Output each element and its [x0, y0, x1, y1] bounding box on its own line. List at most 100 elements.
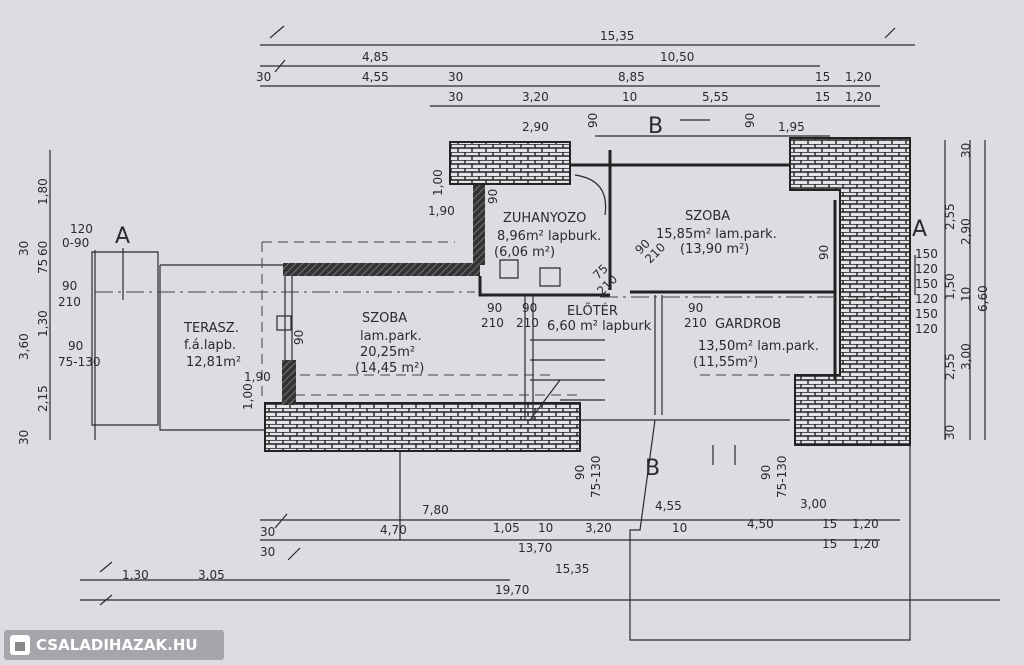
dim-label: 30: [260, 545, 275, 559]
dim-label: 4,55: [655, 499, 682, 513]
dim-label: 10,50: [660, 50, 694, 64]
dim-label: 30: [959, 143, 973, 158]
dim-label: 150: [915, 307, 938, 321]
dim-label: 3,00: [800, 497, 827, 511]
dimensions-bottom: 90 75-130 90 75-130 7,80 4,55 3,00 30 4,…: [122, 455, 879, 597]
dim-label: 30: [260, 525, 275, 539]
dim-label: 30: [17, 430, 31, 445]
room-name: SZOBA: [362, 311, 407, 326]
dim-label: 4,50: [747, 517, 774, 531]
dim-label: 10: [672, 521, 687, 535]
dim-label: 1,30: [122, 568, 149, 582]
dim-label: 90: [759, 465, 773, 480]
dim-label: 3,00: [959, 343, 973, 370]
dim-label: 13,70: [518, 541, 552, 555]
room-gardrob: GARDROB 13,50m² lam.park. (11,55m²): [693, 317, 819, 370]
dim-label: 120: [915, 322, 938, 336]
dim-label: 75-130: [58, 355, 101, 369]
dim-label: 90: [62, 279, 77, 293]
dim-label: 15: [822, 517, 837, 531]
room-net-area: (11,55m²): [693, 355, 758, 370]
dim-label: 90: [743, 113, 757, 128]
room-eloter: ELŐTÉR 6,60 m² lapburk: [547, 303, 652, 334]
dim-label: 15: [815, 90, 830, 104]
dim-label: 10: [959, 287, 973, 302]
section-a-right: A: [912, 217, 927, 242]
dim-label: 1,00: [431, 169, 445, 196]
room-name: SZOBA: [685, 209, 730, 224]
dim-label: 2,90: [522, 120, 549, 134]
dim-label: 1,30: [36, 310, 50, 337]
dim-label: 90: [292, 330, 306, 345]
watermark-text: CSALADIHAZAK.HU: [36, 636, 198, 654]
room-name: GARDROB: [715, 317, 781, 332]
dim-label: 3,05: [198, 568, 225, 582]
section-b-bottom: B: [645, 456, 660, 481]
dimensions-left: 1,80 120 0-90 30 60 75 90 210 1,30 3,60 …: [17, 178, 306, 445]
dim-label: 8,85: [618, 70, 645, 84]
dim-label: 2,90: [959, 218, 973, 245]
dim-label: 15,35: [600, 29, 634, 43]
room-name: TERASZ.: [183, 321, 239, 336]
dim-label: 4,85: [362, 50, 389, 64]
dim-label: 30: [448, 90, 463, 104]
dim-label: 15: [822, 537, 837, 551]
dim-label: 90: [573, 465, 587, 480]
watermark-logo: CSALADIHAZAK.HU: [4, 630, 224, 660]
dimensions-right: 150 120 150 120 150 120 2,55 2,90 6,60 1…: [817, 143, 990, 440]
dim-label: 75-130: [589, 455, 603, 498]
dim-label: 1,95: [778, 120, 805, 134]
dimensions-top: 15,35 4,85 10,50 30 4,55 30 8,85 15 1,20…: [256, 29, 872, 218]
room-area: 6,60 m² lapburk: [547, 319, 652, 334]
dim-label: 1,90: [428, 204, 455, 218]
dim-label: 2,55: [943, 353, 957, 380]
dim-label: 75: [36, 259, 50, 274]
dim-label: 10: [538, 521, 553, 535]
dim-label: 90: [817, 245, 831, 260]
dim-label: 1,20: [852, 537, 879, 551]
axis-lines: [95, 119, 916, 465]
room-area: 15,85m² lam.park.: [656, 227, 777, 242]
section-markers: A A B B: [115, 114, 927, 481]
brick-walls: [264, 137, 911, 452]
door-width: 90: [487, 301, 502, 315]
door-height: 210: [516, 316, 539, 330]
dim-label: 7,80: [422, 503, 449, 517]
dim-label: 30: [17, 241, 31, 256]
dim-label: 30: [256, 70, 271, 84]
door-height: 210: [684, 316, 707, 330]
room-floor: f.á.lapb.: [184, 338, 236, 353]
dim-label: 30: [448, 70, 463, 84]
dim-label: 1,20: [852, 517, 879, 531]
dimension-lines: [49, 25, 1000, 606]
room-area: 20,25m²: [360, 345, 415, 360]
dim-label: 15: [815, 70, 830, 84]
dim-label: 1,05: [493, 521, 520, 535]
dim-label: 6,60: [976, 285, 990, 312]
house-icon: [10, 635, 30, 655]
dim-label: 19,70: [495, 583, 529, 597]
dim-label: 30: [943, 425, 957, 440]
room-name: ZUHANYOZO: [503, 211, 586, 226]
dim-label: 150: [915, 247, 938, 261]
walls: [91, 150, 911, 641]
section-a-left: A: [115, 224, 130, 249]
dim-label: 120: [915, 292, 938, 306]
room-net-area: (6,06 m²): [494, 245, 555, 260]
dim-label: 90: [68, 339, 83, 353]
dim-label: 1,90: [244, 370, 271, 384]
dim-label: 1,80: [36, 178, 50, 205]
dim-label: 60: [36, 241, 50, 256]
dim-label: 1,20: [845, 90, 872, 104]
dim-label: 1,50: [943, 273, 957, 300]
dim-label: 3,60: [17, 333, 31, 360]
dim-label: 2,55: [943, 203, 957, 230]
dim-label: 3,20: [585, 521, 612, 535]
dim-label: 5,55: [702, 90, 729, 104]
dim-label: 1,20: [845, 70, 872, 84]
section-b-top: B: [648, 114, 663, 139]
room-area: 13,50m² lam.park.: [698, 339, 819, 354]
dim-label: 75-130: [775, 455, 789, 498]
dim-label: 90: [486, 189, 500, 204]
